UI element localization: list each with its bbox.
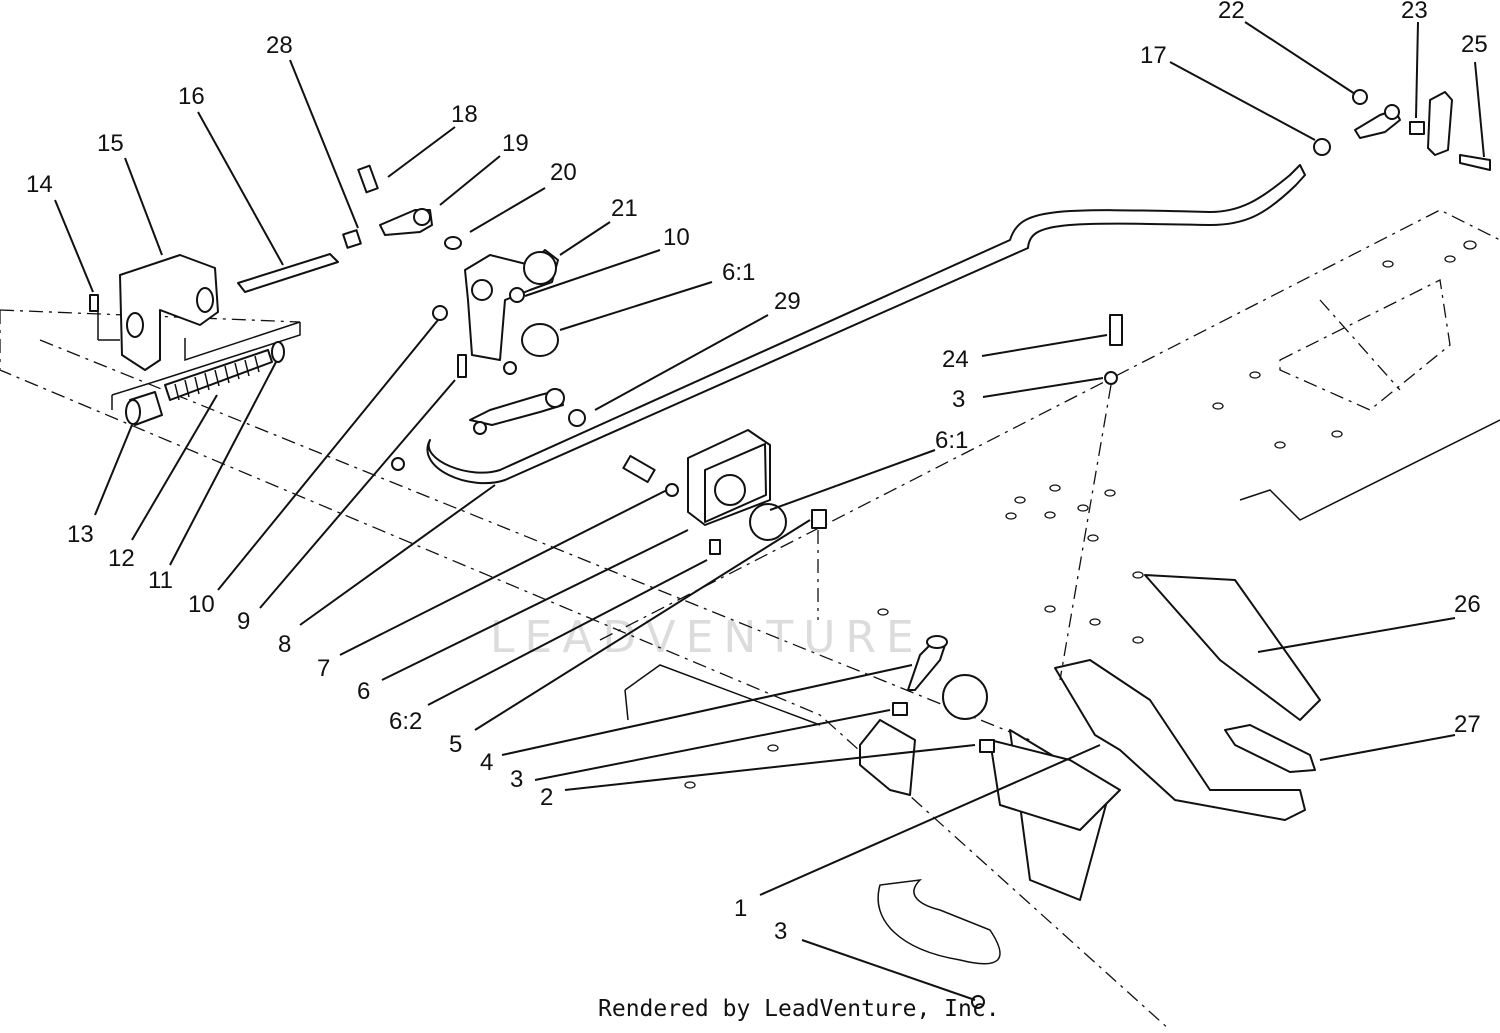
callout-7: 7 xyxy=(317,655,330,682)
callout-5: 5 xyxy=(449,731,462,758)
callout-23: 23 xyxy=(1401,0,1428,24)
callout-labels: 28 16 15 14 18 19 20 21 10 6:1 29 13 12 … xyxy=(26,0,1488,945)
callout-26: 26 xyxy=(1454,591,1481,618)
frame-holes xyxy=(684,240,1477,789)
spring-assembly xyxy=(125,341,285,426)
callout-6: 6 xyxy=(357,678,370,705)
callout-2: 2 xyxy=(540,784,553,811)
callout-6-2: 6:2 xyxy=(389,708,422,735)
callout-6-1-top: 6:1 xyxy=(722,259,755,286)
callout-29: 29 xyxy=(774,288,801,315)
callout-3-bottom: 3 xyxy=(774,918,787,945)
callout-8: 8 xyxy=(278,631,291,658)
lever-assembly xyxy=(89,164,586,471)
callout-14: 14 xyxy=(26,171,53,198)
callout-22: 22 xyxy=(1218,0,1245,24)
callout-28: 28 xyxy=(266,32,293,59)
callout-15: 15 xyxy=(97,130,124,157)
callout-9: 9 xyxy=(237,608,250,635)
callout-12: 12 xyxy=(108,545,135,572)
callout-4: 4 xyxy=(480,749,493,776)
rod-end-link xyxy=(1313,89,1491,171)
shaft-29 xyxy=(426,164,1306,485)
leader-lines xyxy=(54,21,1485,1001)
frame-outline xyxy=(0,209,1500,1031)
callout-17: 17 xyxy=(1140,42,1167,69)
callout-3-upper: 3 xyxy=(952,386,965,413)
bearing-bracket xyxy=(622,429,827,620)
callout-1: 1 xyxy=(734,895,747,922)
callout-18: 18 xyxy=(451,101,478,128)
callout-10-left: 10 xyxy=(188,591,215,618)
callout-24: 24 xyxy=(942,346,969,373)
callout-16: 16 xyxy=(178,83,205,110)
callout-11: 11 xyxy=(148,567,173,594)
callout-27: 27 xyxy=(1454,711,1481,738)
callout-25: 25 xyxy=(1461,31,1488,58)
watermark: LEADVENTURE xyxy=(490,612,924,663)
callout-3-mid: 3 xyxy=(510,766,523,793)
callout-10-top: 10 xyxy=(663,224,690,251)
credit-text: Rendered by LeadVenture, Inc. xyxy=(598,996,1000,1022)
callout-19: 19 xyxy=(502,130,529,157)
callout-6-1-right: 6:1 xyxy=(935,427,968,454)
callout-21: 21 xyxy=(611,195,638,222)
callout-20: 20 xyxy=(550,159,577,186)
pedal-assembly xyxy=(859,314,1321,1009)
callout-13: 13 xyxy=(67,521,94,548)
